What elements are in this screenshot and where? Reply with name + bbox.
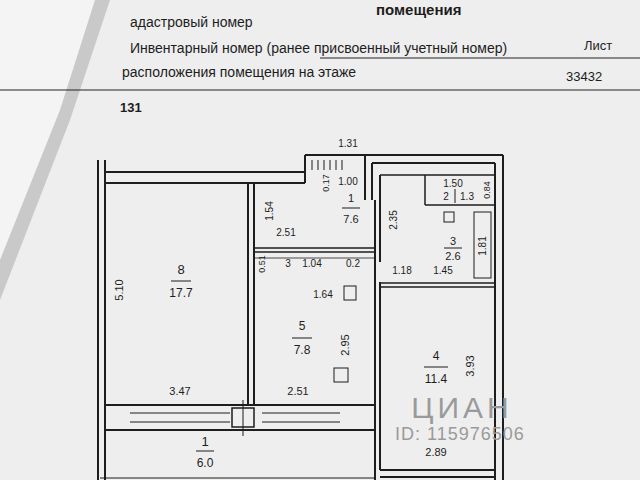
header-text: 33432 — [566, 70, 602, 83]
dimension: 1.54 — [265, 201, 275, 220]
dimension: 1.45 — [433, 266, 452, 276]
header-text: Инвентарный номер (ранее присвоенный уче… — [130, 41, 507, 55]
room-number: 1 — [348, 193, 354, 204]
dimension: 1.31 — [338, 139, 357, 149]
dimension: 0.2 — [346, 259, 360, 269]
dimension: 1.18 — [392, 266, 411, 276]
dimension: 1.00 — [338, 177, 357, 187]
dimension: 2.51 — [287, 386, 308, 397]
dimension: 1.81 — [478, 236, 488, 255]
dimension: 1.04 — [302, 259, 321, 269]
room-number: 1 — [201, 435, 208, 448]
room-area: 2.6 — [445, 251, 460, 262]
room-area: 6.0 — [197, 457, 214, 469]
room-number: 3 — [450, 236, 456, 247]
dimension: 1.64 — [313, 290, 332, 300]
room-area: 11.4 — [425, 373, 447, 385]
room-area: 1.3 — [460, 192, 474, 202]
dimension: 5.10 — [114, 279, 125, 300]
dimension: 0.84 — [483, 181, 492, 199]
room-area: 7.8 — [294, 344, 311, 356]
room-area: 17.7 — [169, 287, 192, 299]
dimension: 2.95 — [340, 334, 351, 355]
room-number: 2 — [443, 192, 449, 202]
watermark: ЦИАН — [411, 393, 512, 423]
room-number: 5 — [299, 320, 306, 332]
room-area: 7.6 — [343, 214, 358, 225]
header-text: помещения — [376, 2, 462, 17]
dimension: 0.51 — [258, 255, 267, 273]
room-number: 4 — [433, 350, 440, 362]
room: 817.7 — [105, 183, 248, 405]
header-text: 131 — [120, 101, 142, 114]
dimension: 1.50 — [443, 179, 462, 189]
dimension: 3.47 — [169, 386, 190, 397]
header-lines — [0, 58, 640, 90]
header-text: адастровый номер — [130, 15, 253, 29]
dimension: 2.89 — [425, 447, 446, 458]
header-text: расположения помещения на этаже — [122, 65, 356, 79]
dimension: 2.51 — [276, 228, 295, 238]
dimension: 0.17 — [322, 174, 331, 192]
dimension: 3 — [285, 259, 291, 269]
header-text: Лист — [584, 39, 612, 52]
paper-shadow — [0, 0, 110, 300]
watermark: ID: 115976506 — [395, 425, 525, 443]
dimension: 3.93 — [465, 355, 476, 376]
room: 16.0 — [105, 430, 375, 480]
dimension: 2.35 — [389, 210, 399, 229]
room-number: 8 — [177, 263, 184, 276]
paper-sheet — [0, 0, 95, 260]
room: 57.8 — [254, 252, 375, 405]
